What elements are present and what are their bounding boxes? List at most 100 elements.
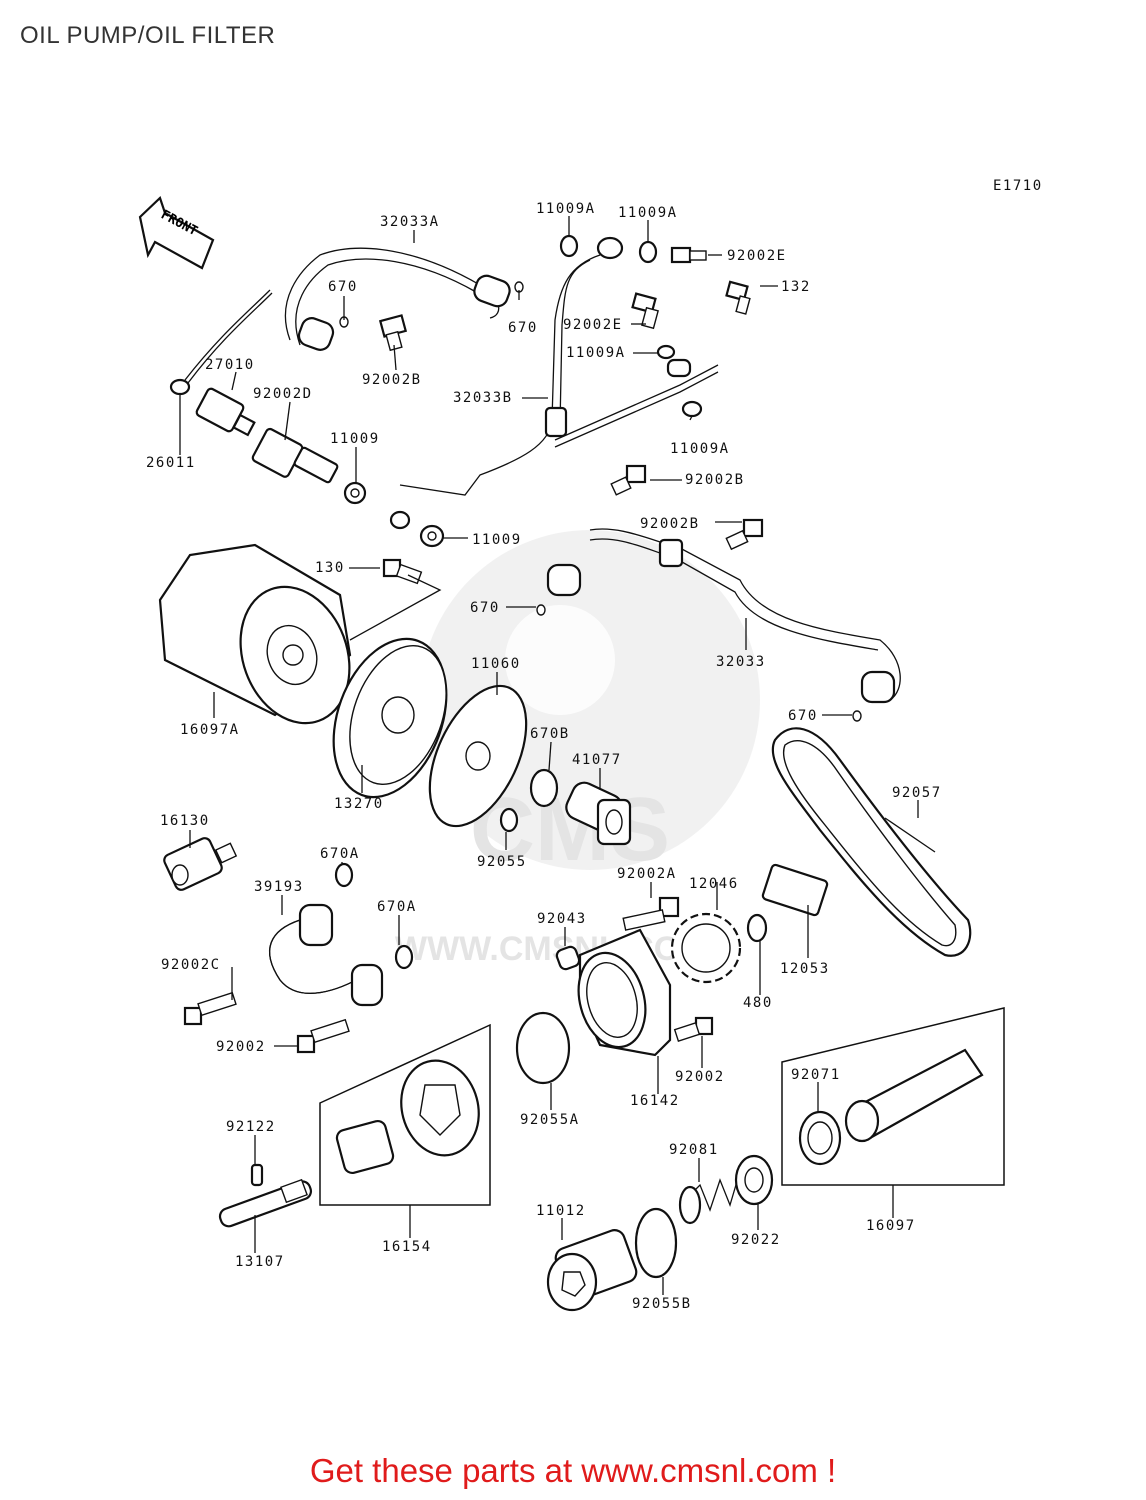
leader-130 (349, 574, 442, 641)
label-670: 670 (470, 600, 500, 616)
spring-92081 (678, 1177, 739, 1225)
bolt-92002B-2 (610, 464, 647, 496)
pump-body-16142 (577, 928, 672, 1057)
label-16097: 16097 (866, 1218, 916, 1234)
label-92002C: 92002C (161, 957, 221, 973)
label-13107: 13107 (235, 1254, 285, 1270)
label-11009A: 11009A (618, 205, 678, 221)
oil-pressure-switch-27010 (195, 387, 256, 437)
oring-92055 (499, 807, 519, 833)
label-92055B: 92055B (632, 1296, 692, 1312)
oil-filter-16097A (158, 543, 352, 725)
label-27010: 27010 (205, 357, 255, 373)
label-16130: 16130 (160, 813, 210, 829)
label-92043: 92043 (537, 911, 587, 927)
label-11009: 11009 (330, 431, 380, 447)
dowel-pin-92043 (555, 945, 581, 971)
footer-promo-link[interactable]: Get these parts at www.cmsnl.com ! (309, 1452, 837, 1489)
label-12053: 12053 (780, 961, 830, 977)
label-670A: 670A (320, 846, 360, 862)
filter-cover-13270 (332, 637, 448, 799)
part-labels: 32033A 11009A 11009A 92002E 132 670 670 … (146, 201, 940, 1312)
label-41077: 41077 (572, 752, 622, 768)
fitting-92002D (251, 427, 339, 484)
oil-pipe-39193 (269, 903, 384, 1007)
circlip-480 (746, 913, 768, 943)
label-16142: 16142 (630, 1093, 680, 1109)
oring-92055B (634, 1207, 678, 1279)
label-670A: 670A (377, 899, 417, 915)
bolt-92002A (622, 896, 680, 931)
label-11009A: 11009A (536, 201, 596, 217)
label-92022: 92022 (731, 1232, 781, 1248)
sprocket-12046 (670, 912, 742, 984)
plug-11012 (546, 1229, 638, 1312)
label-11012: 11012 (536, 1203, 586, 1219)
oring-670A-2 (394, 944, 414, 970)
label-92122: 92122 (226, 1119, 276, 1135)
bolt-92002B-1 (378, 314, 408, 352)
gasket-11060 (428, 684, 528, 828)
label-92002B: 92002B (685, 472, 745, 488)
oring-670A-1 (334, 862, 354, 888)
label-670: 670 (788, 708, 818, 724)
drive-chain-92057 (771, 727, 972, 957)
label-670B: 670B (530, 726, 570, 742)
label-670: 670 (328, 279, 358, 295)
label-92055A: 92055A (520, 1112, 580, 1128)
label-130: 130 (315, 560, 345, 576)
strainer-16097 (781, 1007, 1005, 1186)
bolt-92002E-1 (670, 246, 707, 264)
label-32033B: 32033B (453, 390, 513, 406)
oil-pipe-32033 (536, 528, 901, 722)
label-32033A: 32033A (380, 214, 440, 230)
pin-92122 (250, 1163, 264, 1187)
fitting-16130 (163, 837, 238, 891)
label-16097A: 16097A (180, 722, 240, 738)
bolt-92002C (183, 991, 237, 1026)
label-13270: 13270 (334, 796, 384, 812)
front-arrow-icon: FRONT (138, 196, 215, 270)
label-92002E: 92002E (563, 317, 623, 333)
cable-26011 (169, 289, 273, 396)
oring-670B (529, 768, 559, 808)
label-92002B: 92002B (640, 516, 700, 532)
bolt-92002-2 (673, 1016, 714, 1042)
label-92002E: 92002E (727, 248, 787, 264)
label-16154: 16154 (382, 1239, 432, 1255)
label-132: 132 (781, 279, 811, 295)
banjo-fitting (666, 358, 692, 378)
washer-11009A-4 (681, 400, 703, 418)
label-11060: 11060 (471, 656, 521, 672)
guide-12053 (761, 863, 829, 917)
diagram-code: E1710 (993, 178, 1043, 194)
page-title: OIL PUMP/OIL FILTER (20, 22, 276, 49)
label-670: 670 (508, 320, 538, 336)
washer-11009A-2 (638, 240, 658, 264)
bolt-130 (382, 558, 423, 585)
oil-pipe-32033A (284, 247, 511, 351)
label-92002A: 92002A (617, 866, 677, 882)
washer-11009A-3 (656, 344, 676, 360)
bolt-132 (725, 280, 751, 315)
label-92055: 92055 (477, 854, 527, 870)
label-92081: 92081 (669, 1142, 719, 1158)
label-11009A: 11009A (566, 345, 626, 361)
label-26011: 26011 (146, 455, 196, 471)
washer-11009A-1 (559, 234, 579, 258)
label-32033: 32033 (716, 654, 766, 670)
relief-valve-41077 (565, 781, 632, 846)
bolt-92002E-2 (631, 292, 659, 330)
bolt-92002-1 (296, 1018, 350, 1054)
label-92002B: 92002B (362, 372, 422, 388)
label-39193: 39193 (254, 879, 304, 895)
label-92002: 92002 (675, 1069, 725, 1085)
shaft-13107 (218, 1178, 313, 1228)
label-11009: 11009 (472, 532, 522, 548)
leader-lines (179, 216, 919, 1295)
label-480: 480 (743, 995, 773, 1011)
oring-92055A (515, 1011, 571, 1085)
label-92002: 92002 (216, 1039, 266, 1055)
rotor-set-16154 (319, 1023, 491, 1206)
